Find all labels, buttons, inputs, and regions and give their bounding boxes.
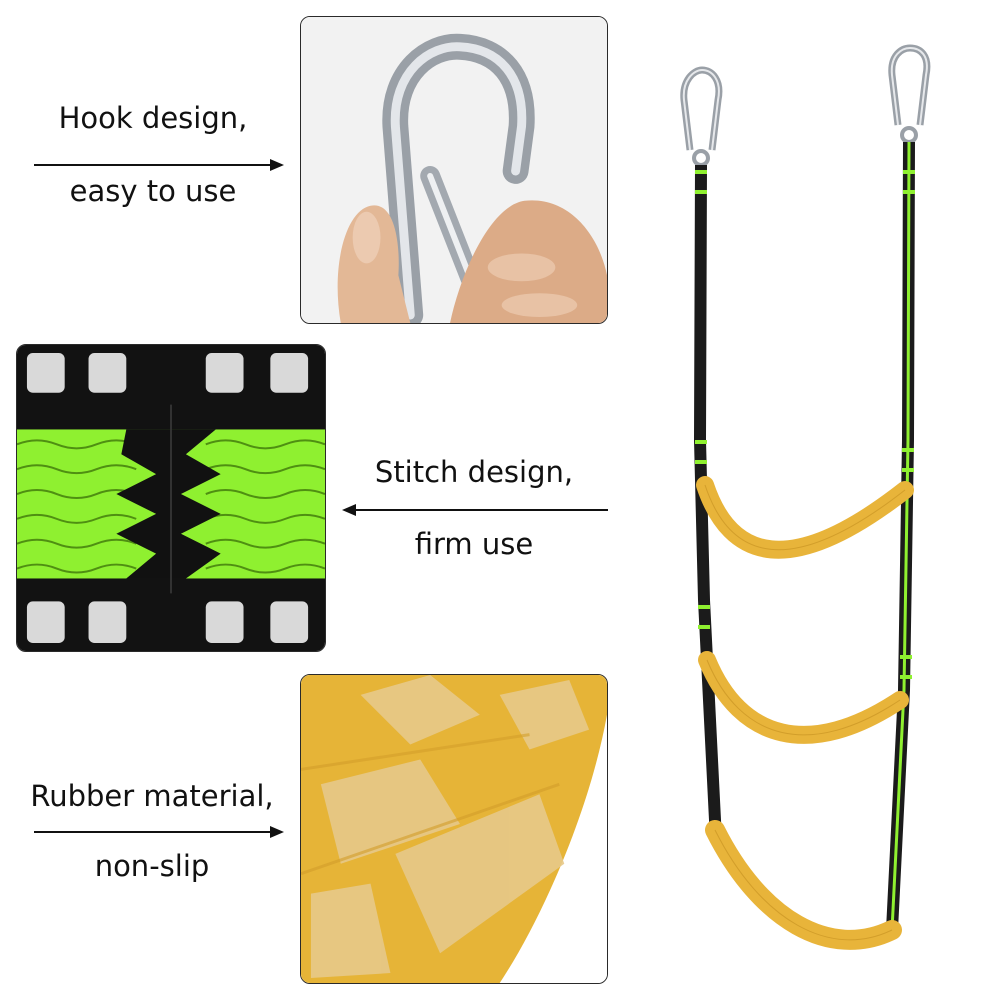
carabiner-closeup-image — [301, 17, 607, 323]
webbing-stitch-closeup-image — [17, 345, 325, 651]
rubber-photo-panel — [300, 674, 608, 984]
stitch-caption-line2: firm use — [414, 527, 534, 561]
stitch-photo-panel — [16, 344, 326, 652]
rubber-caption-line1: Rubber material, — [30, 779, 274, 813]
hook-photo-panel — [300, 16, 608, 324]
rubber-texture-closeup-image — [301, 675, 607, 983]
arrow-right-icon — [34, 159, 284, 171]
stitch-caption-line1: Stitch design, — [374, 455, 574, 489]
boat-rope-ladder-image — [680, 44, 931, 950]
right-carabiner-icon — [888, 44, 931, 144]
hook-caption-line2: easy to use — [69, 174, 237, 208]
arrow-left-icon — [342, 504, 608, 516]
rubber-caption-line2: non-slip — [94, 849, 210, 883]
hook-caption-line1: Hook design, — [58, 101, 248, 135]
arrow-right-icon — [34, 826, 284, 838]
left-carabiner-icon — [680, 66, 723, 167]
